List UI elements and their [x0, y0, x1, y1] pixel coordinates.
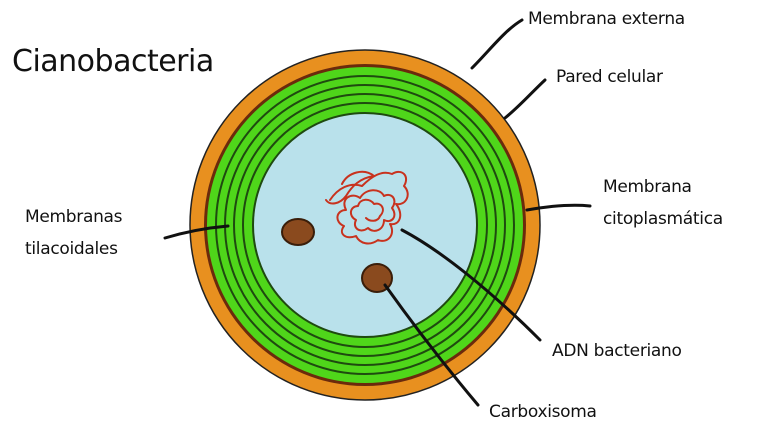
- label-thylakoid-membranes-line1: Membranas: [25, 206, 122, 228]
- label-outer-membrane: Membrana externa: [528, 8, 685, 30]
- label-cytoplasmic-membrane-line1: Membrana: [603, 176, 692, 198]
- label-cell-wall: Pared celular: [556, 66, 663, 88]
- label-carboxysome: Carboxisoma: [489, 401, 597, 423]
- label-thylakoid-membranes-line2: tilacoidales: [25, 238, 118, 260]
- leader-outer-membrane: [472, 20, 522, 68]
- diagram-title: Cianobacteria: [12, 45, 214, 79]
- label-cytoplasmic-membrane-line2: citoplasmática: [603, 208, 723, 230]
- label-dna: ADN bacteriano: [552, 340, 682, 362]
- inclusion-granule: [282, 219, 314, 245]
- leader-cell-wall: [505, 80, 545, 118]
